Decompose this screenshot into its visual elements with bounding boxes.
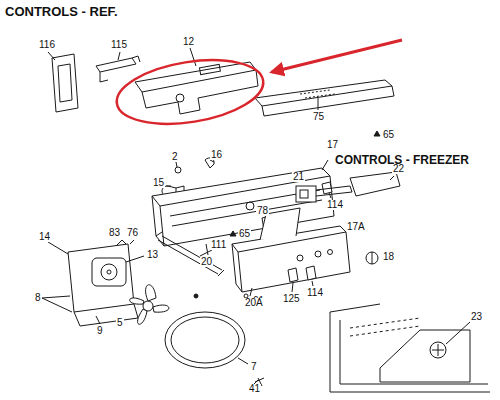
callout-number: 76 <box>126 228 139 238</box>
callout-number: 17A <box>346 222 366 232</box>
callout-number: 83 <box>108 228 121 238</box>
callout-number: 15 <box>152 178 165 188</box>
callout-number: 21 <box>292 172 305 182</box>
callout-number: 22 <box>392 164 405 174</box>
callout-number: 9 <box>96 326 104 336</box>
callout-number: 114 <box>306 288 324 298</box>
callout-number: 114 <box>326 200 344 210</box>
callout-number: 23 <box>470 312 483 322</box>
callout-number: 16 <box>210 150 223 160</box>
callout-number: 12 <box>182 37 195 47</box>
callout-number: 14 <box>38 232 51 242</box>
callout-number: 115 <box>110 40 128 50</box>
callout-number: 111 <box>210 240 227 250</box>
callout-number: 13 <box>146 250 159 260</box>
callout-number: 116 <box>38 40 56 50</box>
section-title: CONTROLS - REF. <box>5 5 118 18</box>
callout-number: 20 <box>200 257 213 267</box>
callout-number: 20A <box>244 298 264 308</box>
callout-number: 8 <box>34 293 42 303</box>
callout-number: 41 <box>248 384 261 394</box>
callout-number: 125 <box>282 294 301 304</box>
callout-number: 17 <box>326 140 339 150</box>
callout-number: 7 <box>250 362 258 372</box>
callout-number: 5 <box>116 318 124 328</box>
callout-number: 78 <box>256 206 269 216</box>
callout-number: 2 <box>171 152 179 162</box>
callout-number: 65 <box>238 229 251 239</box>
callout-number: 18 <box>382 252 395 262</box>
callout-number: 65 <box>382 130 395 140</box>
callout-number: 75 <box>312 112 325 122</box>
